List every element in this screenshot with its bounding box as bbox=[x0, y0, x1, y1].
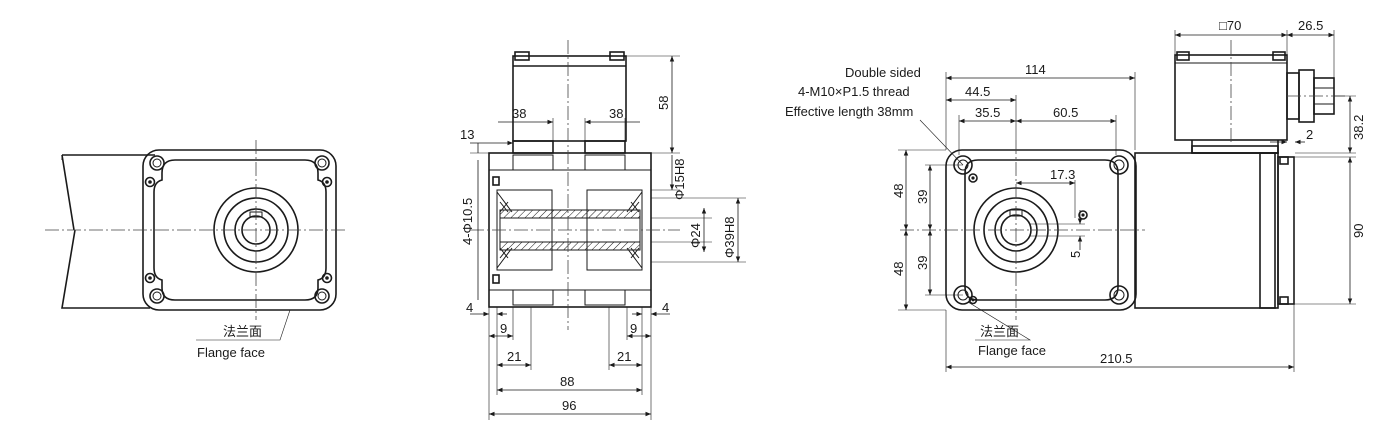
corner-bolt bbox=[1109, 285, 1129, 305]
dim-114: 114 bbox=[1025, 62, 1046, 77]
dim-58: 58 bbox=[656, 96, 671, 110]
dim-9-right: 9 bbox=[630, 321, 637, 336]
dim-60-5: 60.5 bbox=[1053, 105, 1078, 120]
left-end-view: 法兰面 Flange face bbox=[45, 140, 345, 360]
note-line1: Double sided bbox=[845, 65, 921, 80]
dim-phi24: Φ24 bbox=[688, 223, 703, 248]
middle-section-view: 38 38 58 13 Φ15H8 4-Φ10.5 Φ24 Φ39H8 bbox=[460, 40, 746, 420]
dim-2: 2 bbox=[1306, 127, 1313, 142]
corner-bolt bbox=[1109, 155, 1129, 175]
dim-44-5: 44.5 bbox=[965, 84, 990, 99]
corner-bolt bbox=[314, 288, 330, 304]
dim-13: 13 bbox=[460, 127, 474, 142]
dim-4phi: 4-Φ10.5 bbox=[460, 198, 475, 245]
dim-9-left: 9 bbox=[500, 321, 507, 336]
corner-bolt bbox=[149, 288, 165, 304]
dim-4-right: 4 bbox=[662, 300, 669, 315]
dim-88: 88 bbox=[560, 374, 574, 389]
flange-label-en: Flange face bbox=[197, 345, 265, 360]
dim-38-right: 38 bbox=[609, 106, 623, 121]
flange-label-en: Flange face bbox=[978, 343, 1046, 358]
dim-17-3: 17.3 bbox=[1050, 167, 1075, 182]
dim-phi15: Φ15H8 bbox=[672, 159, 687, 200]
dim-38-left: 38 bbox=[512, 106, 526, 121]
side-screw bbox=[968, 173, 978, 183]
dim-210-5: 210.5 bbox=[1100, 351, 1133, 366]
corner-bolt bbox=[314, 155, 330, 171]
side-screw bbox=[144, 272, 156, 284]
side-screw bbox=[321, 272, 333, 284]
flange-label-cn: 法兰面 bbox=[980, 324, 1019, 339]
dim-4-left: 4 bbox=[466, 300, 473, 315]
dim-48-bot: 48 bbox=[891, 262, 906, 276]
dim-phi39: Φ39H8 bbox=[722, 217, 737, 258]
dim-box70: □70 bbox=[1219, 18, 1241, 33]
side-screw bbox=[144, 176, 156, 188]
side-screw bbox=[968, 295, 978, 305]
dim-26-5: 26.5 bbox=[1298, 18, 1323, 33]
right-front-view: Double sided 4-M10×P1.5 thread Effective… bbox=[785, 18, 1366, 372]
dim-90: 90 bbox=[1351, 224, 1366, 238]
note-line2: 4-M10×P1.5 thread bbox=[798, 84, 910, 99]
note-line3: Effective length 38mm bbox=[785, 104, 913, 119]
dim-21-right: 21 bbox=[617, 349, 631, 364]
corner-bolt bbox=[149, 155, 165, 171]
dim-39-top: 39 bbox=[915, 190, 930, 204]
dim-5: 5 bbox=[1068, 251, 1083, 258]
side-screw bbox=[1078, 210, 1088, 220]
side-screw bbox=[321, 176, 333, 188]
dim-39-bot: 39 bbox=[915, 256, 930, 270]
dim-38-2: 38.2 bbox=[1351, 115, 1366, 140]
dim-21-left: 21 bbox=[507, 349, 521, 364]
dim-48-top: 48 bbox=[891, 184, 906, 198]
flange-label-cn: 法兰面 bbox=[223, 324, 262, 339]
dim-96: 96 bbox=[562, 398, 576, 413]
dim-35-5: 35.5 bbox=[975, 105, 1000, 120]
